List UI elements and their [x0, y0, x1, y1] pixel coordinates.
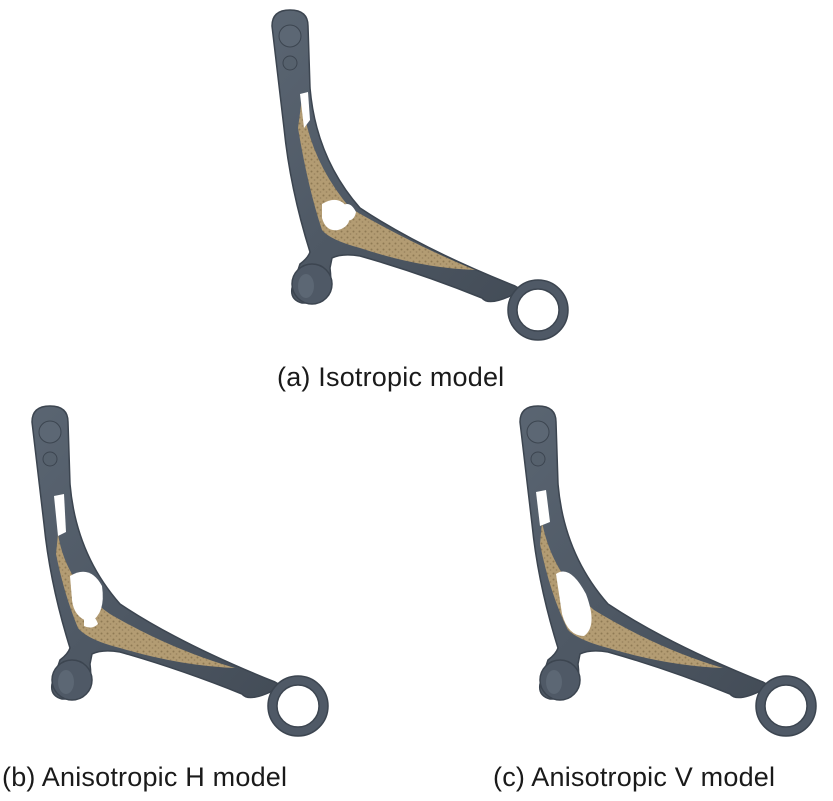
- panel-c: [498, 404, 818, 744]
- panel-b: [10, 404, 330, 744]
- void: [342, 204, 356, 221]
- void: [54, 494, 66, 536]
- top-bushing: [278, 24, 302, 48]
- porous-infill: [56, 534, 235, 668]
- top-bushing: [38, 420, 62, 444]
- caption-a: (a) Isotropic model: [277, 362, 505, 392]
- void: [84, 615, 98, 628]
- void: [556, 571, 592, 636]
- top-bushing: [526, 420, 550, 444]
- caption-c: (c) Anisotropic V model: [493, 762, 776, 792]
- void: [536, 490, 550, 526]
- control-arm-isotropic: [271, 9, 569, 341]
- void: [70, 571, 103, 622]
- void: [300, 92, 310, 128]
- control-arm-anisotropic-h: [31, 405, 329, 737]
- panel-a: [250, 8, 570, 348]
- control-arm-anisotropic-v: [519, 405, 817, 737]
- caption-b: (b) Anisotropic H model: [2, 762, 288, 792]
